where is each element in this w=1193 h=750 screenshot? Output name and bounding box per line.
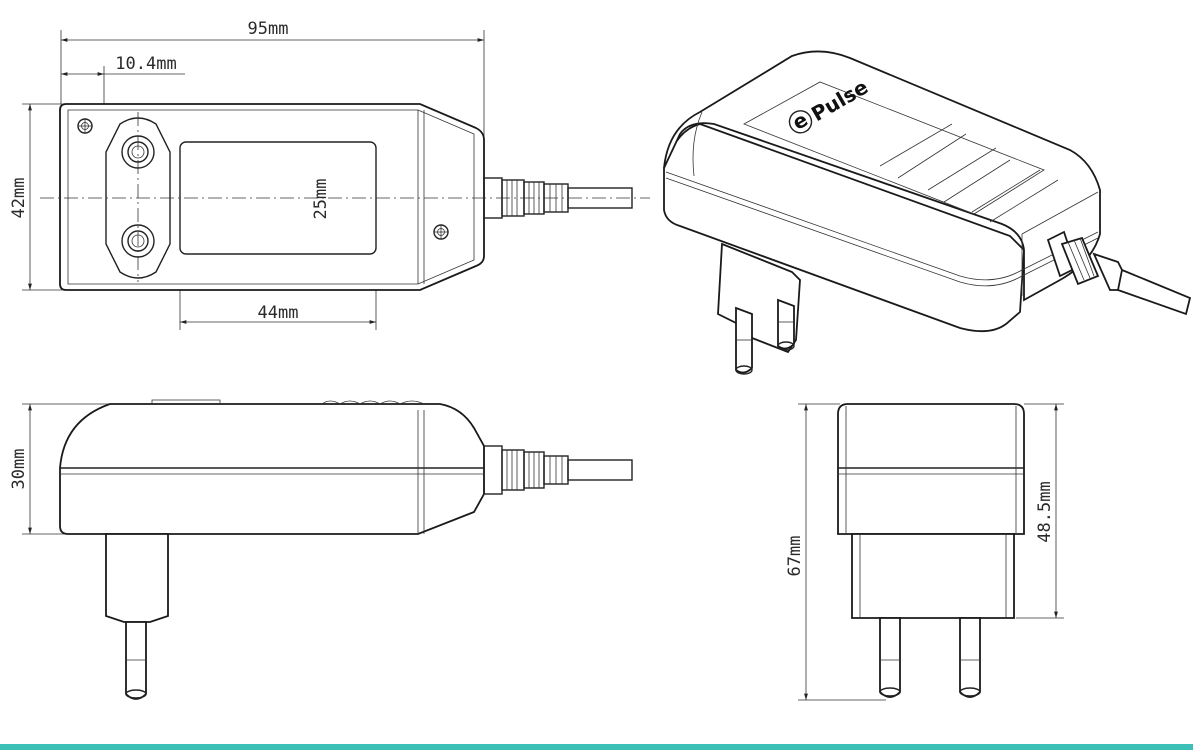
top-view: 95mm 10.4mm 44mm 42mm 25mm [9,19,650,330]
housing-end-outline [837,403,1025,535]
side-view: 30mm [9,399,633,700]
side-plug [105,533,169,623]
housing-top-outline [59,103,485,291]
end-view: 67mm 48.5mm [785,403,1064,701]
dim-label-label-width: 44mm [258,303,299,323]
housing-side-outline [59,403,485,535]
iso-plug [717,242,801,375]
screw-icon [77,118,93,134]
dim-label-total-height: 67mm [785,536,805,577]
iso-housing-top [663,50,1101,302]
dim-label-screw-offset: 10.4mm [115,54,176,74]
plug-socket-outline [105,117,171,279]
isometric-view: e Pulse [663,50,1192,375]
iso-housing-side [663,123,1025,333]
dim-label-label-height: 25mm [311,179,331,220]
end-plug [851,533,1015,619]
dim-label-side-height: 30mm [9,449,29,490]
dim-label-length: 95mm [248,19,289,39]
dim-label-height-top: 42mm [9,178,29,219]
iso-cable [1046,230,1192,316]
bottom-accent-bar [0,744,1193,750]
dim-label-housing-height: 48.5mm [1035,481,1055,542]
screw-icon [433,224,449,240]
side-cable-connector [483,445,633,495]
